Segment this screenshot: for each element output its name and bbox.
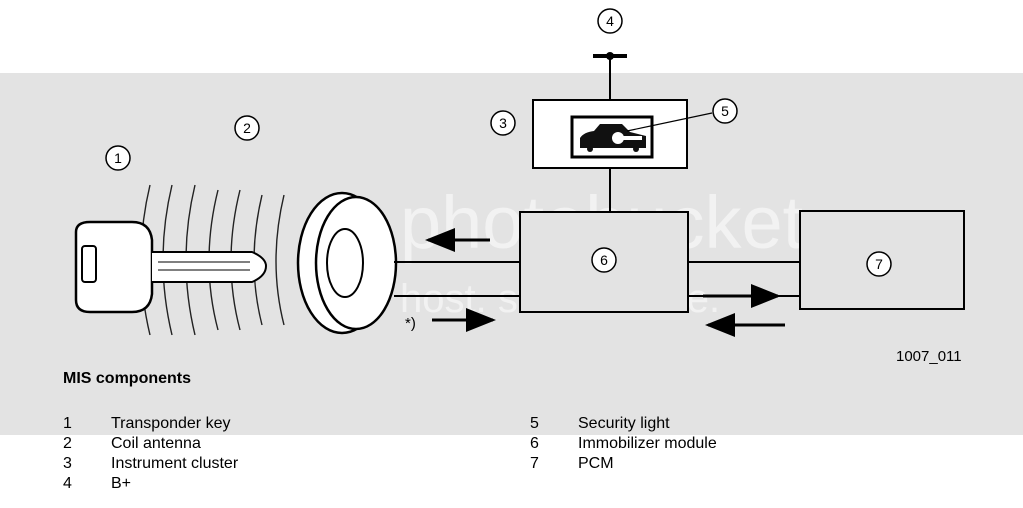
callout-4: 4	[597, 8, 623, 34]
figure-id: 1007_011	[896, 348, 962, 365]
callout-1: 1	[105, 145, 131, 171]
legend-number: 3	[63, 455, 72, 472]
legend-left-column: 1 Transponder key 2 Coil antenna 3 Instr…	[63, 414, 238, 494]
callout-6: 6	[591, 247, 617, 273]
legend-label: Instrument cluster	[111, 455, 239, 472]
legend-item: 6 Immobilizer module	[530, 434, 717, 454]
legend-number: 1	[63, 415, 72, 432]
svg-text:2: 2	[243, 120, 251, 136]
legend-item: 3 Instrument cluster	[63, 454, 238, 474]
callout-3: 3	[490, 110, 516, 136]
legend-item: 7 PCM	[530, 454, 717, 474]
security-light	[570, 115, 654, 159]
legend-label: Coil antenna	[111, 435, 201, 452]
legend-item: 1 Transponder key	[63, 414, 238, 434]
callout-2: 2	[234, 115, 260, 141]
legend-item: 2 Coil antenna	[63, 434, 238, 454]
legend-number: 2	[63, 435, 72, 452]
callout-5-leader	[626, 112, 713, 132]
svg-text:6: 6	[600, 252, 608, 268]
svg-text:3: 3	[499, 115, 507, 131]
svg-text:7: 7	[875, 256, 883, 272]
legend-item: 5 Security light	[530, 414, 717, 434]
svg-text:1: 1	[114, 150, 122, 166]
legend-label: Transponder key	[111, 415, 231, 432]
legend-label: B+	[111, 475, 132, 492]
coil-antenna-ring	[296, 191, 398, 335]
legend-label: PCM	[578, 455, 614, 472]
figure-title: MIS components	[63, 370, 192, 387]
callout-7: 7	[866, 251, 892, 277]
legend-number: 5	[530, 415, 539, 432]
legend-number: 7	[530, 455, 539, 472]
legend-number: 6	[530, 435, 539, 452]
footnote-marker: *)	[405, 315, 416, 332]
svg-text:4: 4	[606, 13, 614, 29]
legend-number: 4	[63, 475, 72, 492]
callout-5: 5	[712, 98, 738, 124]
legend-label: Security light	[578, 415, 670, 432]
transponder-key	[74, 220, 268, 314]
legend-item: 4 B+	[63, 474, 238, 494]
legend-label: Immobilizer module	[578, 435, 717, 452]
svg-text:5: 5	[721, 103, 729, 119]
b-plus-terminal-dot	[606, 52, 614, 60]
legend-right-column: 5 Security light 6 Immobilizer module 7 …	[530, 414, 717, 474]
